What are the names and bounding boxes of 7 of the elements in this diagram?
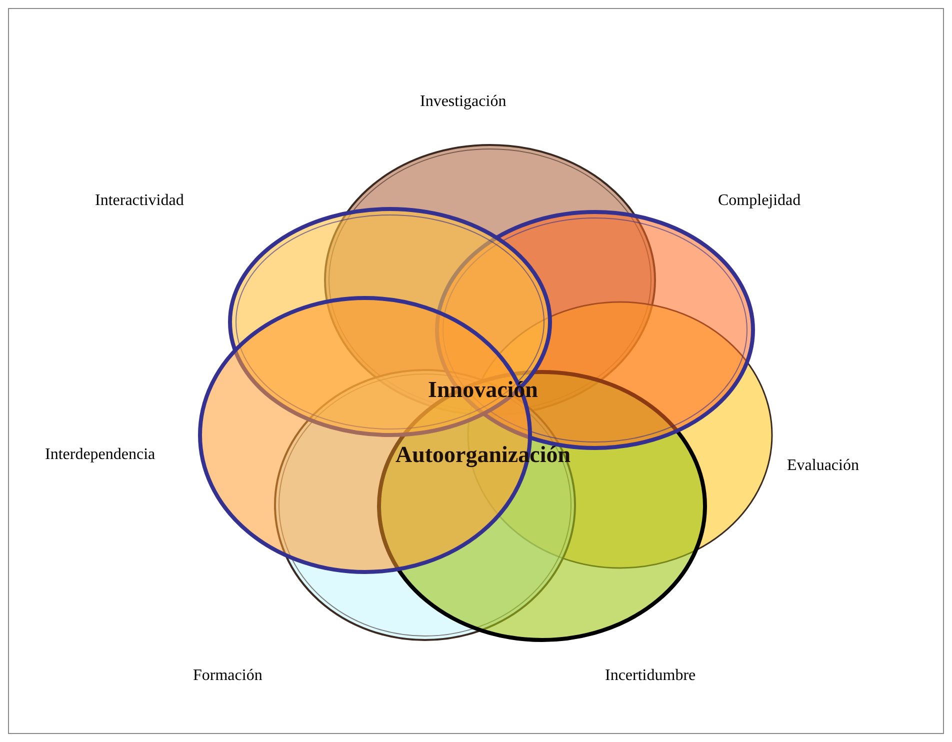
concept-label: Incertidumbre	[605, 666, 696, 686]
concept-label: Interactividad	[95, 191, 184, 211]
concept-label: Evaluación	[787, 456, 859, 476]
concept-label: Formación	[193, 666, 262, 686]
concept-label: Interdependencia	[45, 445, 156, 465]
concept-label: Complejidad	[718, 191, 801, 211]
concept-label: Investigación	[420, 92, 506, 112]
